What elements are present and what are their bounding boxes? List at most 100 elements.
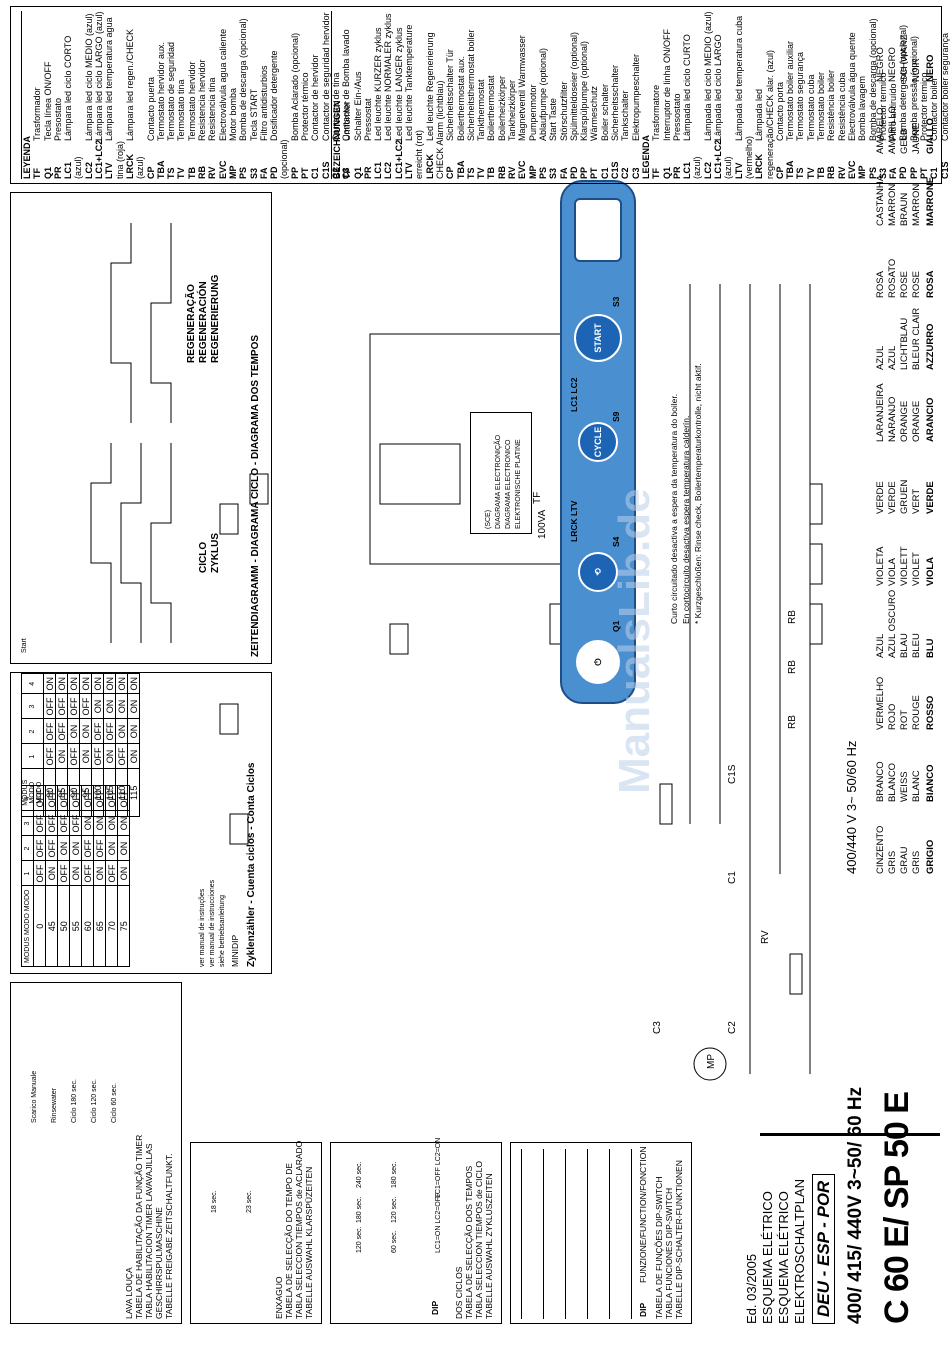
legend-description: Protector termico bbox=[919, 72, 930, 141]
cycle-label: ZYKLUS bbox=[210, 533, 221, 573]
grid-cell: 115 bbox=[127, 769, 140, 817]
legend-item: PS Bomba de descarga (opcional) bbox=[868, 11, 878, 179]
cycle-button[interactable]: CYCLE bbox=[578, 422, 618, 462]
legend-description: Contacto puerta bbox=[145, 76, 156, 141]
grid-header: MODUS MODO MODO bbox=[21, 886, 34, 967]
legend-code: LC1 bbox=[63, 161, 74, 179]
component-label: MP bbox=[706, 1054, 717, 1069]
grid-cell: 0 bbox=[33, 886, 46, 967]
legend-description: Motor bomba bbox=[227, 87, 238, 141]
wire-color-name: GRIS bbox=[911, 850, 922, 874]
component-label: TF bbox=[532, 492, 543, 504]
legend-code: RV bbox=[507, 166, 518, 179]
header-line: ESQUEMA ELÉTRICO bbox=[776, 1191, 791, 1324]
language-badge: DEU - ESP - POR bbox=[812, 1173, 835, 1324]
legend-description: Contactor de hervidor bbox=[310, 54, 321, 141]
grid-cell: ON bbox=[127, 719, 140, 744]
grid-cell: OFF bbox=[45, 836, 58, 861]
note-line: * Kurzgeschloßen: Rinse check, Boilertem… bbox=[693, 363, 703, 624]
grid-cell: ON bbox=[115, 694, 128, 719]
supply-label: 400/440 V 3~ 50/60 Hz bbox=[844, 740, 859, 874]
table-cell: Rinsewater bbox=[51, 1087, 58, 1123]
wire-color-code: MARRONE bbox=[925, 176, 936, 226]
table-title: GESCHIRRSPULMASCHINE bbox=[154, 1207, 164, 1319]
legend-item: EVCMagnetventil Warmwasser bbox=[517, 11, 527, 179]
grid-cell: ON bbox=[103, 673, 116, 694]
legend-item: RVResistência cuba bbox=[837, 11, 847, 179]
legend-item: PSAblaufpumpe (optional) bbox=[538, 11, 548, 179]
wire-color-name: MARRON bbox=[911, 183, 922, 226]
legend-code: RB bbox=[826, 166, 837, 179]
grid-cell: OFF bbox=[93, 836, 106, 861]
legend-item: PDDosificador detergente (opcional) bbox=[269, 11, 290, 179]
legend-description: Sicherheitsthermostat boiler bbox=[465, 29, 476, 141]
table-cell: 180 sec. bbox=[356, 1196, 363, 1223]
legend-code: PR bbox=[52, 166, 63, 179]
legend-code: CP bbox=[445, 166, 456, 179]
legend-code: PD bbox=[269, 166, 280, 179]
legend-code: TS bbox=[795, 167, 806, 179]
cycle-times-table: TABELLE AUSWAHL ZYKLUSZEITEN TABLA SELEC… bbox=[330, 1138, 502, 1324]
legend-code: LRCK bbox=[424, 154, 435, 179]
legend-item: PRPresostato bbox=[53, 11, 63, 179]
wire-color-code: ROSA bbox=[925, 270, 936, 298]
grid-cell: OFF bbox=[55, 719, 68, 744]
grid-cell: 95 bbox=[79, 769, 92, 817]
table-cell: 18 sec. bbox=[211, 1190, 218, 1213]
wire-color-code: VIOLA bbox=[925, 556, 936, 586]
minidip-table: Zyklenzähler - Cuenta ciclos - Conta Cic… bbox=[10, 672, 272, 974]
legend-code: TBA bbox=[455, 160, 466, 180]
grid-cell: 55 bbox=[69, 886, 82, 967]
legend-code: PT bbox=[300, 167, 311, 179]
legend-description: Contacto porta bbox=[774, 81, 785, 141]
legend-description: Boilerthermostat aux. bbox=[455, 55, 466, 141]
legend-description: Contactor de Bomba lavado bbox=[341, 29, 352, 141]
legend-description: Ablaufpumpe (optional) bbox=[537, 47, 548, 141]
legend-code: LC2 bbox=[383, 161, 394, 179]
legend-description: Filtro antidisturbios bbox=[258, 65, 269, 141]
grid-cell: OFF bbox=[55, 694, 68, 719]
legend-description: Led leuchte LANGER zyklus bbox=[393, 27, 404, 141]
wire-color-name: VIOLA bbox=[887, 558, 898, 586]
manual-ref: siehe betriebsanleitung bbox=[219, 895, 226, 967]
legend-description: Pressostat bbox=[362, 98, 373, 141]
legend-description: Led leuchte KURZER zyklus bbox=[373, 27, 384, 141]
legend-description: Wärmeschutz bbox=[589, 85, 600, 141]
legend-item: LC1+LC2Lámpara led ciclo LARGO (azul) bbox=[94, 11, 104, 179]
wire-color-name: AZUL bbox=[875, 633, 886, 658]
table-header: LC1=OFF LC2=ON bbox=[435, 1137, 442, 1198]
wire-color-code: GRIGIO bbox=[925, 839, 936, 874]
table-title: TABELLE FREIGABE ZEITSCHALTFUNKT. bbox=[164, 1153, 174, 1319]
legend-description: Termostato tina bbox=[176, 79, 187, 141]
wire-color-name: BLANC bbox=[911, 770, 922, 802]
wire-color-name: AZUL bbox=[875, 345, 886, 370]
grid-cell: 105 bbox=[103, 769, 116, 817]
grid-cell: ON bbox=[69, 861, 82, 886]
document-subtitle: 400/ 415/ 440V 3~50/ 60 Hz bbox=[845, 1086, 866, 1324]
legend-code: PS bbox=[867, 166, 878, 179]
title-rule bbox=[760, 1133, 940, 1136]
legend-description: Contactor de tina bbox=[330, 72, 341, 141]
grid-cell: ON bbox=[55, 744, 68, 769]
legend-code: EVC bbox=[846, 160, 857, 179]
start-button[interactable]: START bbox=[574, 314, 622, 362]
grid-cell: 50 bbox=[57, 886, 70, 967]
legend-item: C1SContactor de seguridad hervidor bbox=[321, 11, 331, 179]
wire-color-name: GRUEN bbox=[899, 479, 910, 514]
wire-color-name: VIOLET bbox=[911, 552, 922, 586]
timing-title: ZEITENDIAGRAMM - DIAGRAMA CICLO - DIAGRA… bbox=[250, 334, 261, 657]
legend-code: Q1 bbox=[42, 166, 53, 179]
grid-cell: OFF bbox=[67, 694, 80, 719]
grid-cell: ON bbox=[55, 673, 68, 694]
legend-description: Termostato segurança bbox=[795, 51, 806, 141]
legend-code: LC1 bbox=[682, 161, 693, 179]
legend-description: Störschutzfilter bbox=[558, 81, 569, 141]
legend-code: PD bbox=[568, 166, 579, 179]
wire-color-name: GRIS bbox=[887, 850, 898, 874]
legend-description: Bomba de descarga (opcional) bbox=[867, 18, 878, 141]
component-label: 100VA bbox=[537, 509, 548, 539]
grid-cell: OFF bbox=[81, 861, 94, 886]
